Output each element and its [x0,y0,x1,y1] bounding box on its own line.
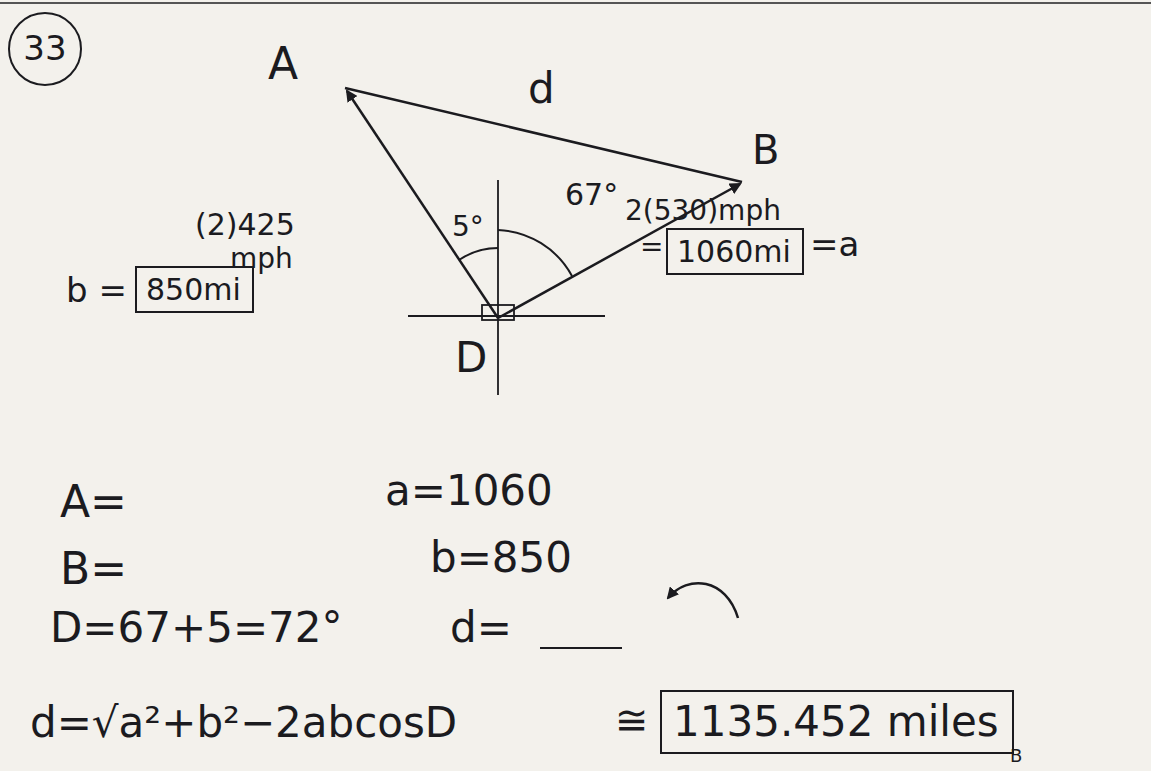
given-value: a=1060 [385,468,553,514]
angle-arc [459,248,498,260]
point-label: D [455,335,487,381]
east-axis [408,315,605,317]
unit-label: mph [230,244,293,275]
speed-label: (2)425 [195,208,295,241]
origin-box [482,305,514,320]
stray-letter: B [1010,746,1022,766]
problem-number: 33 [8,12,82,86]
angle-arc [498,230,572,276]
angle-label: 67° [565,178,618,211]
blank-line [540,647,622,649]
given-value: b=850 [430,535,572,581]
north-axis [497,180,499,395]
given-value: B= [60,545,127,593]
equals-sign: = [640,232,663,263]
given-value: D=67+5=72° [50,605,343,651]
given-value: d= [450,605,512,651]
box-text: 850mi [146,273,243,306]
given-value: A= [60,478,127,526]
box-text: 33 [23,30,66,67]
result-box: 1135.452 miles [660,690,1014,754]
variable-label: =a [810,226,859,263]
page-edge [0,2,1151,4]
box-text: 1135.452 miles [673,699,1001,745]
speed-label: 2(530)mph [625,196,781,227]
box-text: 1060mi [677,235,793,268]
point-label: B [752,128,779,172]
approx-sign: ≅ [615,698,649,742]
answer-box: 1060mi [666,228,804,275]
point-label: A [268,40,298,88]
formula: d=√a²+b²−2abcosD [30,700,457,746]
angle-label: 5° [452,212,484,243]
vector-a [347,91,498,318]
curved-arrow [668,583,738,618]
side-label: d [528,66,555,112]
variable-label: b = [66,272,127,309]
